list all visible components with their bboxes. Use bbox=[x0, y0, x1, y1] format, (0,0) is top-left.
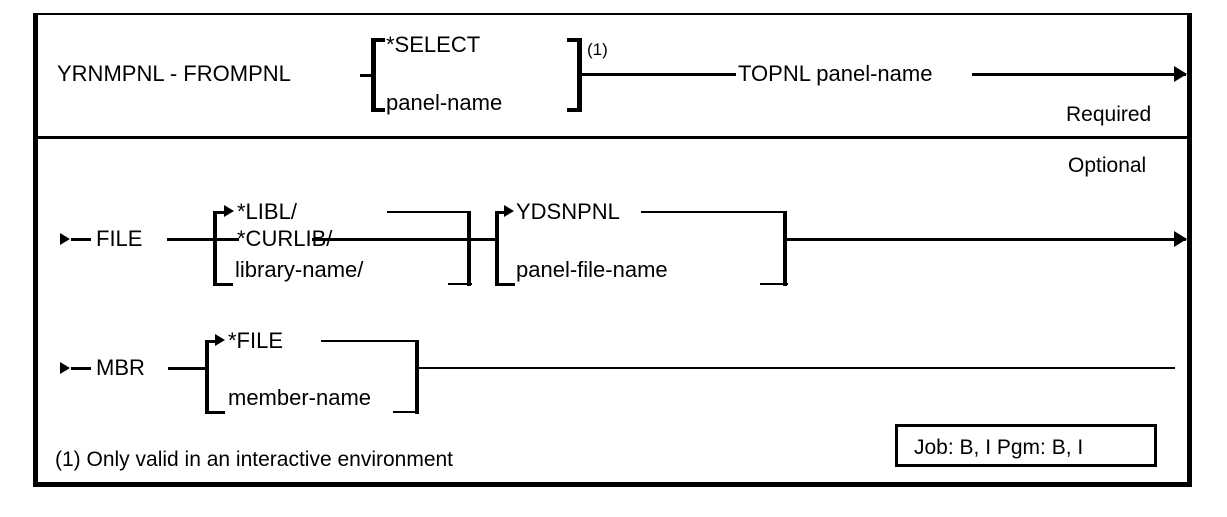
diagram-frame: YRNMPNL - FROMPNL *SELECT panel-name (1)… bbox=[33, 13, 1192, 487]
library-group-spine bbox=[213, 211, 217, 286]
mbr-rejoin-bottom-rail bbox=[393, 411, 419, 413]
optional-section-label: Optional bbox=[1068, 154, 1147, 177]
library-rejoin-bottom-rail bbox=[448, 283, 472, 285]
library-option-library-name: library-name/ bbox=[235, 257, 364, 282]
panelfile-branch-name-corner bbox=[495, 259, 515, 286]
library-group-close-spine bbox=[467, 211, 471, 286]
file-line-arrow-icon bbox=[1174, 231, 1187, 247]
mbr-option-file: *FILE bbox=[228, 328, 284, 353]
panelfile-group-spine bbox=[495, 211, 499, 286]
choice-group-right-bracket bbox=[567, 38, 582, 112]
file-entry-stub bbox=[71, 238, 91, 241]
mbr-group-close-spine bbox=[415, 340, 419, 414]
panelfile-branch-ydsnpnl-corner bbox=[495, 211, 509, 221]
required-section-label: Required bbox=[1066, 103, 1152, 126]
required-line-arrow-icon bbox=[1174, 66, 1187, 82]
panelfile-option-panel-file-name: panel-file-name bbox=[516, 257, 668, 282]
library-default-arrow-icon bbox=[224, 205, 234, 217]
connector-library-to-panelfile-group bbox=[471, 238, 497, 241]
library-branch-libl-corner bbox=[213, 211, 229, 221]
panelfile-default-arrow-icon bbox=[504, 205, 514, 217]
file-tail-line bbox=[787, 238, 1186, 241]
option-select-label: *SELECT bbox=[386, 32, 481, 57]
connector-mbr-to-group bbox=[168, 367, 208, 370]
mbr-branch-file-corner bbox=[205, 340, 219, 350]
connector-file-to-library-group bbox=[167, 238, 215, 241]
parameter-keyword-mbr: MBR bbox=[96, 355, 145, 380]
mbr-group-spine bbox=[205, 340, 209, 414]
library-option-curlib: *CURLIB/ bbox=[237, 226, 333, 251]
mbr-tail-line bbox=[419, 367, 1175, 369]
mbr-option-member-name: member-name bbox=[228, 385, 372, 410]
library-branch-libname-corner bbox=[213, 259, 233, 286]
job-pgm-box: Job: B, I Pgm: B, I bbox=[895, 424, 1157, 467]
topnl-parameter-text: TOPNL panel-name bbox=[738, 61, 933, 86]
footnote-reference: (1) bbox=[587, 40, 608, 59]
mbr-entry-arrow-icon bbox=[60, 362, 70, 374]
choice-group-left-bracket bbox=[371, 38, 385, 112]
connector-fromponl-to-group bbox=[360, 74, 374, 77]
panelfile-rejoin-top-rail bbox=[641, 211, 787, 213]
parameter-keyword-file: FILE bbox=[96, 226, 143, 251]
required-tail-line bbox=[972, 73, 1186, 76]
library-option-libl: *LIBL/ bbox=[237, 199, 297, 224]
mbr-default-arrow-icon bbox=[215, 334, 225, 346]
file-entry-arrow-icon bbox=[60, 233, 70, 245]
panelfile-rejoin-bottom-rail bbox=[760, 283, 788, 285]
job-pgm-text: Job: B, I Pgm: B, I bbox=[914, 436, 1084, 459]
library-rejoin-main-rail bbox=[312, 238, 472, 241]
footnote-text: (1) Only valid in an interactive environ… bbox=[55, 448, 454, 471]
section-divider bbox=[38, 136, 1187, 139]
library-branch-curlib-stub bbox=[213, 238, 239, 241]
mbr-rejoin-top-rail bbox=[321, 340, 419, 342]
connector-group-to-topnl bbox=[581, 73, 736, 76]
command-lead-text: YRNMPNL - FROMPNL bbox=[57, 61, 291, 86]
mbr-entry-stub bbox=[71, 367, 91, 370]
panelfile-option-ydsnpnl: YDSNPNL bbox=[516, 199, 620, 224]
library-rejoin-top-rail bbox=[387, 211, 471, 213]
option-panel-name-label: panel-name bbox=[386, 90, 503, 115]
panelfile-group-close-spine bbox=[783, 211, 787, 286]
mbr-branch-member-corner bbox=[205, 387, 225, 414]
